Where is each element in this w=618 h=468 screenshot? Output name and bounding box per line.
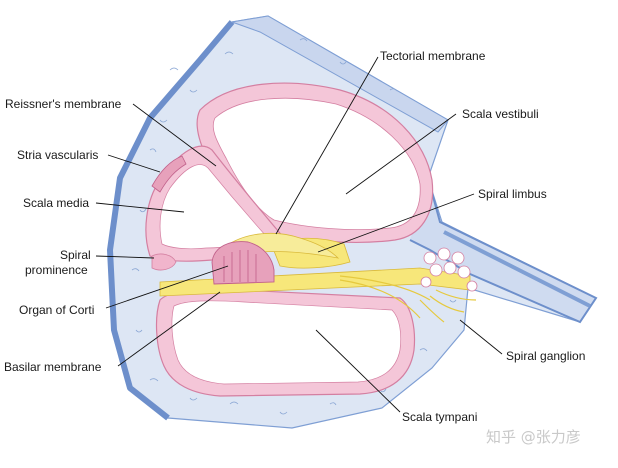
- spiral-prominence: [151, 253, 177, 271]
- leader-scala-tympani: [315, 329, 401, 413]
- organ-of-corti: [211, 241, 275, 285]
- label-spiral-prominence-line2: prominence: [25, 263, 88, 277]
- leader-spiral-ganglion: [459, 319, 503, 355]
- label-spiral-limbus: Spiral limbus: [478, 187, 547, 201]
- label-stria-vascularis: Stria vascularis: [17, 148, 98, 162]
- spiral-ganglion: [420, 247, 478, 292]
- scala-tympani-lumen: [171, 300, 402, 385]
- leader-reissners: [132, 103, 217, 167]
- label-spiral-ganglion: Spiral ganglion: [506, 349, 585, 363]
- modiolus-blue-stripe: [443, 230, 591, 308]
- label-organ-of-corti: Organ of Corti: [19, 303, 94, 317]
- label-tectorial-membrane: Tectorial membrane: [380, 49, 486, 63]
- hair-cells: [223, 250, 257, 282]
- label-scala-vestibuli: Scala vestibuli: [462, 107, 539, 121]
- leader-lines: [95, 56, 503, 413]
- leader-organ-of-corti: [105, 265, 229, 309]
- stria-vascularis: [151, 155, 187, 193]
- label-spiral-prominence-line1: Spiral: [60, 248, 91, 262]
- label-scala-media: Scala media: [23, 196, 89, 210]
- leader-scala-vestibuli: [345, 113, 457, 195]
- leader-spiral-limbus: [317, 193, 475, 253]
- bony-top-plate: [230, 15, 449, 133]
- watermark: 知乎 @张力彦: [486, 428, 581, 446]
- leader-spiral-prominence: [95, 255, 155, 259]
- leader-basilar: [117, 291, 221, 367]
- label-scala-tympani: Scala tympani: [402, 410, 477, 424]
- leader-tectorial: [275, 56, 379, 235]
- nerve-fibers: [339, 275, 477, 323]
- leader-stria: [107, 154, 161, 173]
- label-basilar-membrane: Basilar membrane: [4, 360, 102, 374]
- leader-scala-media: [95, 202, 185, 213]
- bony-outer-rim: [107, 20, 235, 421]
- label-reissners-membrane: Reissner's membrane: [5, 97, 122, 111]
